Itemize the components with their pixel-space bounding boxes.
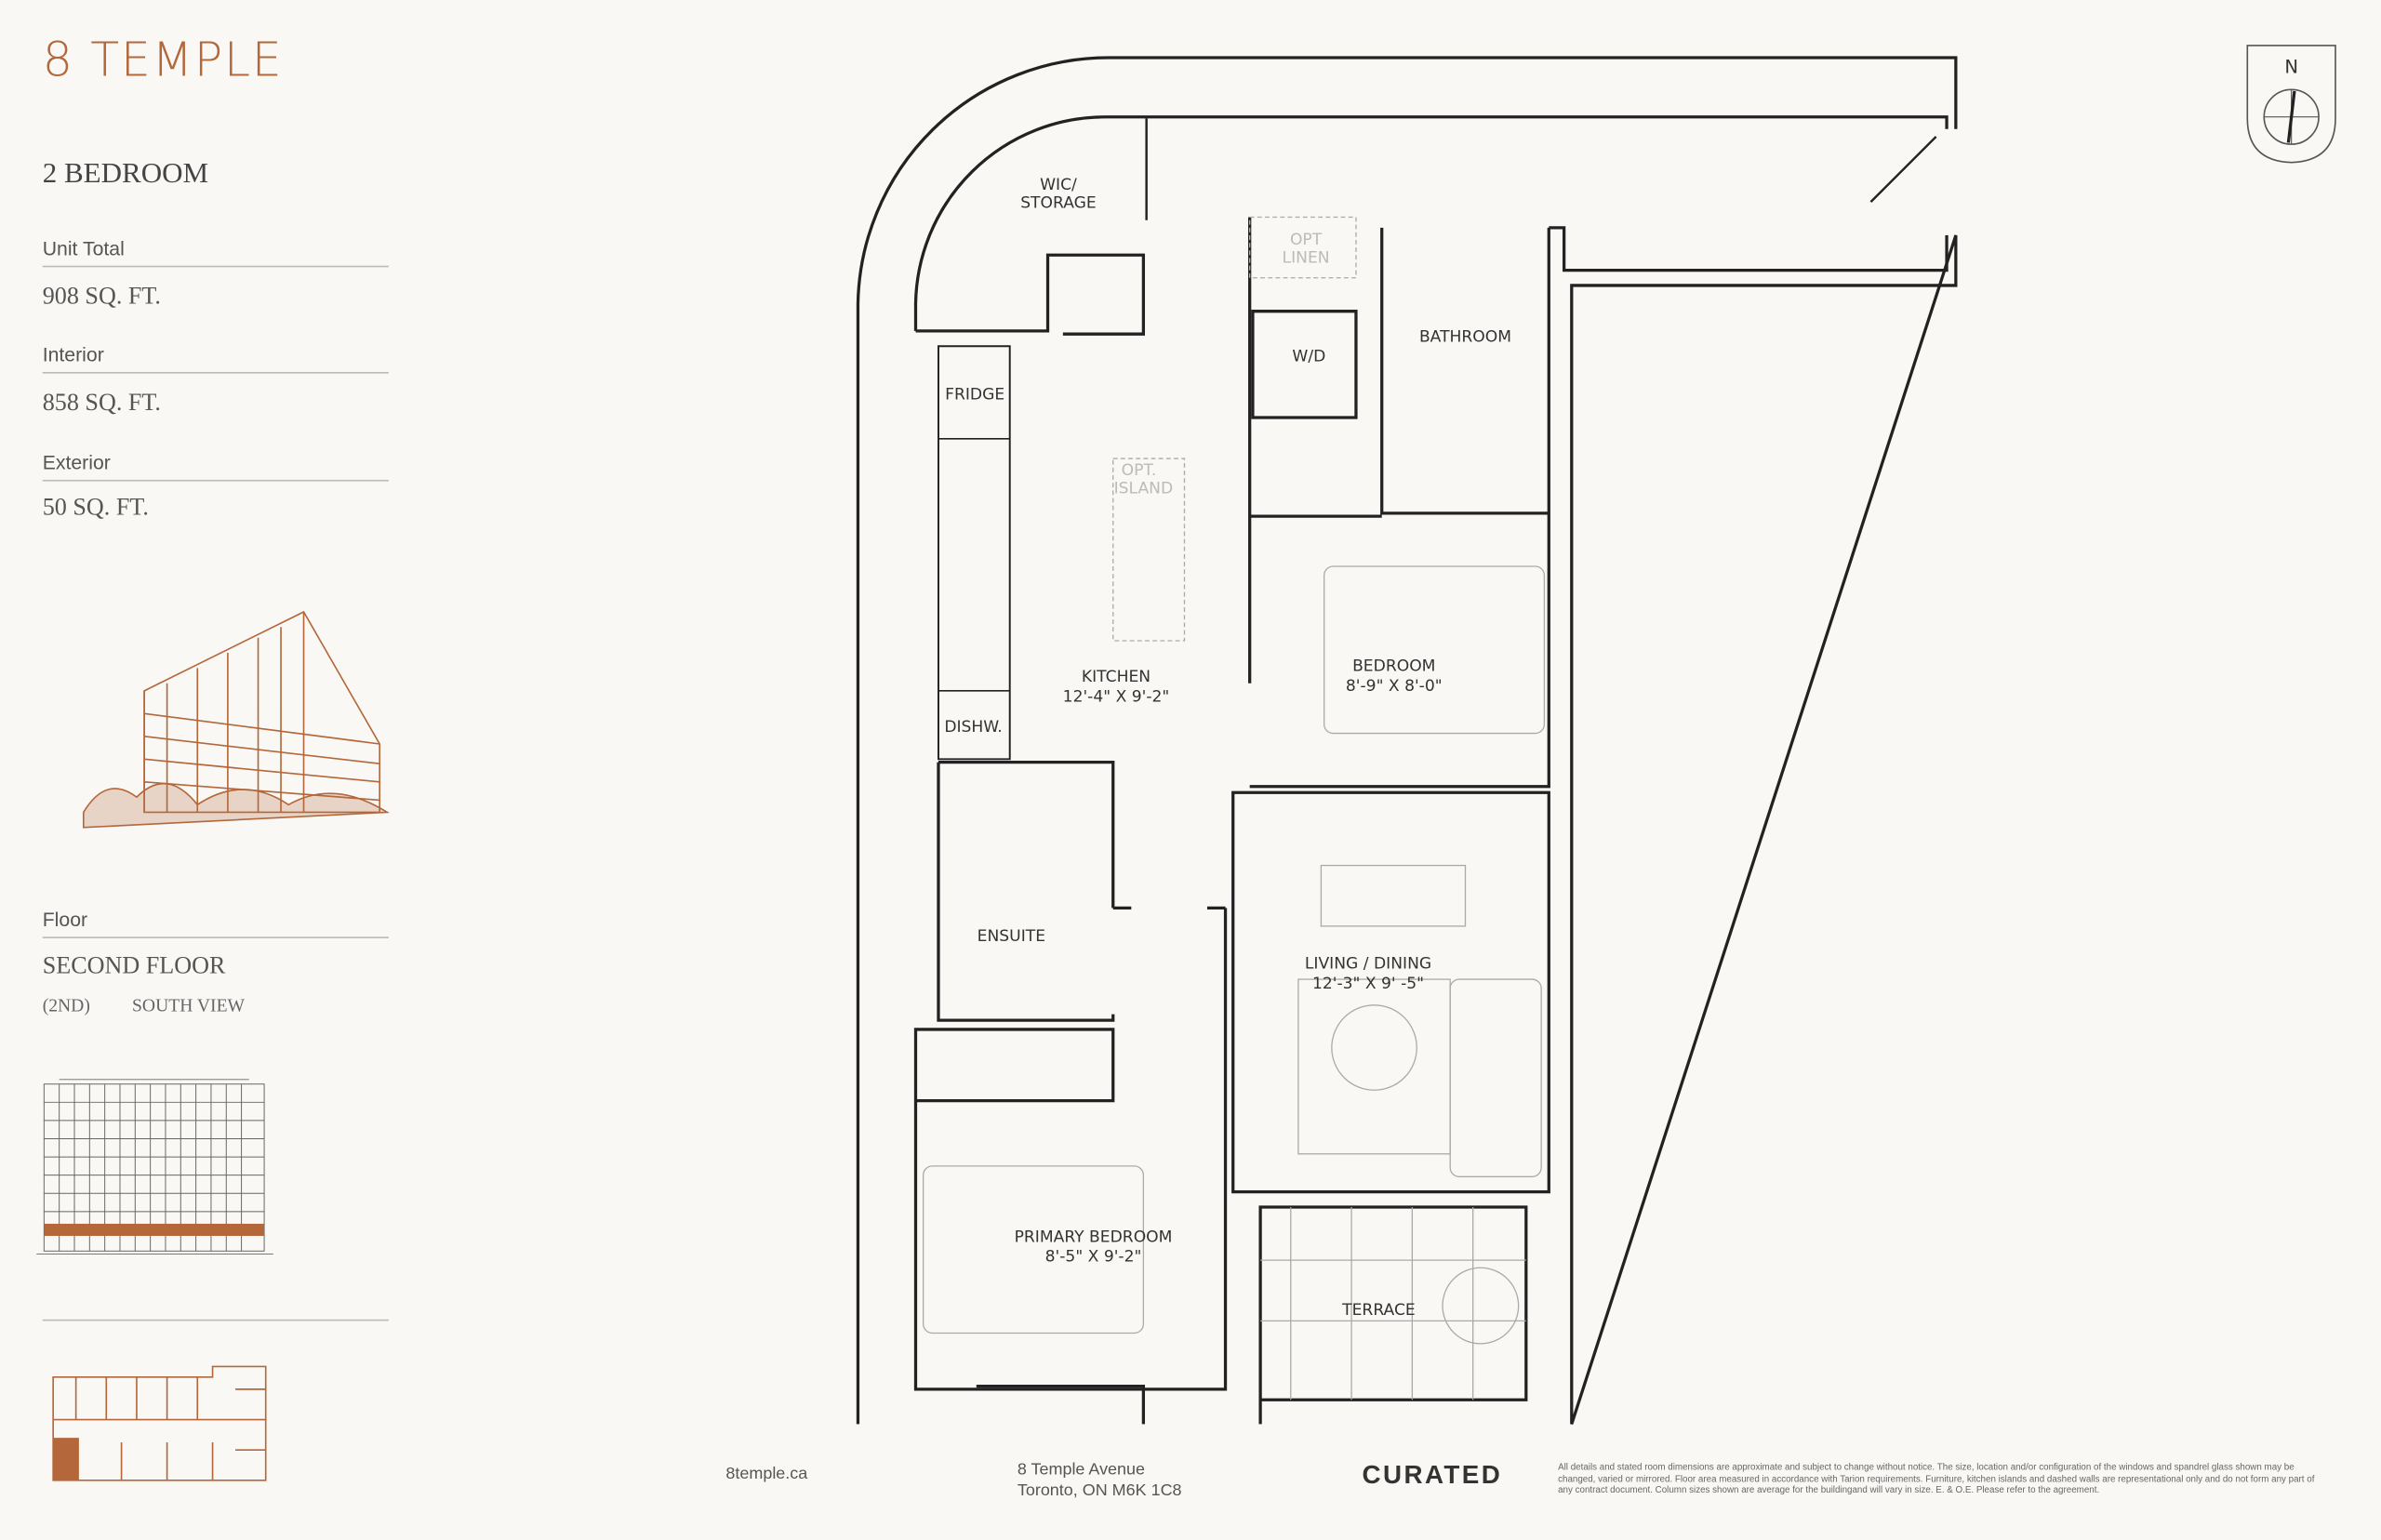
developer-logo: CURATED	[1362, 1460, 1503, 1490]
floor-code: (2ND)	[42, 994, 90, 1016]
interior-value: 858 SQ. FT.	[42, 390, 161, 417]
compass: N	[2246, 45, 2336, 164]
bedroom-dims: 8'-9" X 8'-0"	[1346, 677, 1443, 696]
terrace-label: TERRACE	[1341, 1301, 1416, 1320]
opt-linen-label-2: LINEN	[1283, 248, 1330, 267]
exterior-value: 50 SQ. FT.	[42, 495, 149, 521]
north-label: N	[2284, 56, 2298, 77]
building-elevation	[36, 1079, 273, 1255]
exterior-wall	[856, 56, 1958, 1425]
living-label: LIVING / DINING	[1305, 955, 1431, 974]
unit-type: 2 BEDROOM	[42, 157, 209, 191]
interior-label: Interior	[42, 343, 389, 374]
primary-bedroom-dims: 8'-5" X 9'-2"	[1045, 1248, 1142, 1267]
wic-label: WIC/	[1040, 176, 1077, 194]
ensuite-label: ENSUITE	[978, 927, 1045, 946]
floor-keyplan	[52, 1365, 267, 1481]
exterior-label: Exterior	[42, 451, 389, 482]
brand-logo: 8 TEMPLE	[42, 33, 284, 88]
bedroom-label: BEDROOM	[1352, 657, 1435, 676]
building-sketch	[82, 610, 390, 829]
kitchen-dims: 12'-4" X 9'-2"	[1063, 687, 1170, 706]
unit-total-value: 908 SQ. FT.	[42, 284, 161, 311]
wic-label-2: STORAGE	[1020, 194, 1097, 213]
opt-island-label: OPT.	[1122, 461, 1157, 480]
divider	[42, 1319, 389, 1321]
opt-linen-label: OPT	[1290, 231, 1323, 249]
address-line-1: 8 Temple Avenue	[1017, 1460, 1146, 1480]
opt-island-label-2: ISLAND	[1114, 480, 1174, 498]
primary-bedroom-label: PRIMARY BEDROOM	[1015, 1228, 1173, 1247]
bathroom-label: BATHROOM	[1419, 327, 1511, 346]
kitchen-label: KITCHEN	[1082, 668, 1151, 686]
address-line-2: Toronto, ON M6K 1C8	[1017, 1481, 1182, 1501]
dishwasher-label: DISHW.	[944, 718, 1002, 737]
floor-value: SECOND FLOOR	[42, 953, 226, 980]
view-direction: SOUTH VIEW	[132, 994, 246, 1016]
wd-label: W/D	[1292, 348, 1325, 366]
floor-label: Floor	[42, 908, 389, 938]
disclaimer: All details and stated room dimensions a…	[1558, 1463, 2315, 1496]
fridge-label: FRIDGE	[945, 385, 1004, 404]
unit-total-label: Unit Total	[42, 237, 389, 268]
living-dims: 12'-3" X 9' -5"	[1312, 975, 1424, 993]
website-link[interactable]: 8temple.ca	[725, 1465, 808, 1484]
